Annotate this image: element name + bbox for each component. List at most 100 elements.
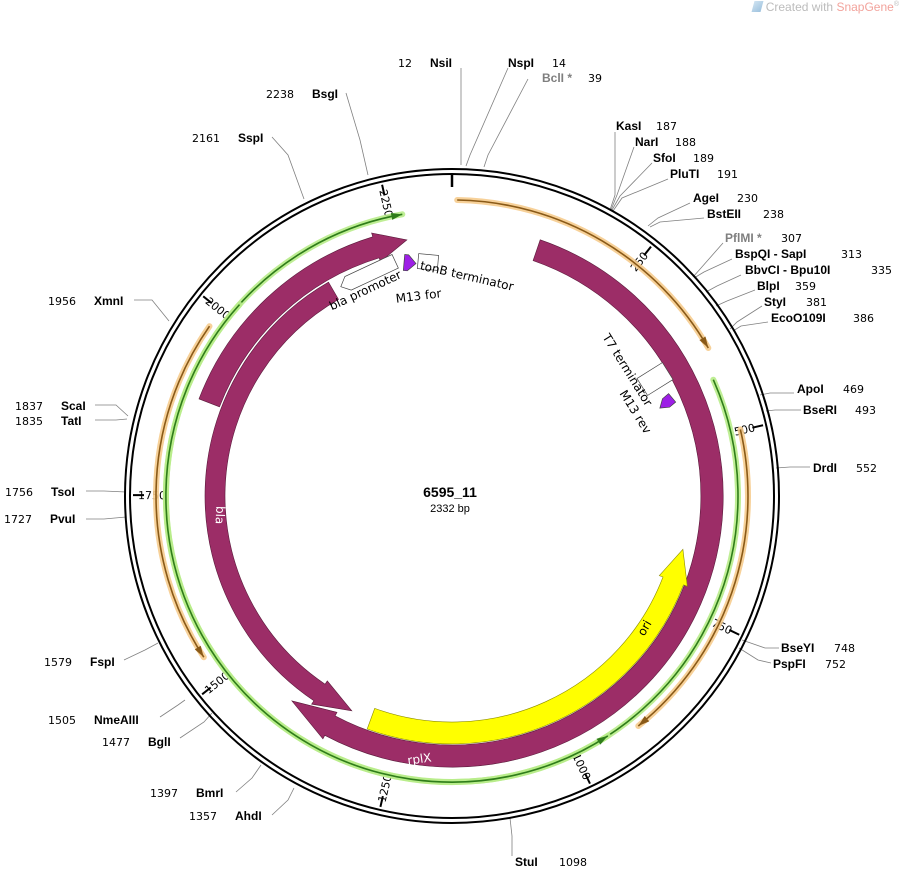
- site-name-ecoo109i[interactable]: EcoO109I: [771, 311, 826, 325]
- m13-rev-primer-shape: [659, 393, 677, 409]
- watermark-mark: ®: [893, 1, 899, 8]
- site-pos-stui: 1098: [559, 856, 587, 869]
- m13-rev-primer: [659, 393, 677, 409]
- site-pos-sspi: 2161: [192, 132, 220, 145]
- site-name-styi[interactable]: StyI: [764, 295, 786, 309]
- site-name-bsgi[interactable]: BsgI: [312, 87, 338, 101]
- site-pos-fspi: 1579: [44, 656, 72, 669]
- site-name-stui[interactable]: StuI: [515, 855, 538, 869]
- tick-label-2250: 2250: [376, 188, 395, 218]
- orange-arc-top-line: [457, 199, 709, 349]
- bla-feature-arrow-outer: [198, 232, 408, 408]
- site-name-nari[interactable]: NarI: [635, 135, 658, 149]
- site-pos-bspqi-sapi: 313: [841, 248, 862, 261]
- site-pos-drdi: 552: [856, 462, 877, 475]
- site-pos-nmeaiii: 1505: [48, 714, 76, 727]
- site-name-pflmi[interactable]: PflMI *: [725, 231, 762, 245]
- site-name-pluti[interactable]: PluTI: [670, 167, 699, 181]
- site-pos-ahdi: 1357: [189, 810, 217, 823]
- site-pos-nspi: 14: [552, 57, 566, 70]
- site-pos-pluti: 191: [717, 168, 738, 181]
- site-name-nspi[interactable]: NspI: [508, 56, 534, 70]
- site-name-apoi[interactable]: ApoI: [797, 382, 824, 396]
- site-name-agei[interactable]: AgeI: [693, 191, 719, 205]
- ori-feature-arrow: [366, 548, 688, 745]
- site-name-beri[interactable]: BseRI: [803, 403, 837, 417]
- site-pos-ecoo109i: 386: [853, 312, 874, 325]
- site-pos-bsgi: 2238: [266, 88, 294, 101]
- site-name-drdi[interactable]: DrdI: [813, 461, 837, 475]
- rplx-feature-arrow: [291, 239, 724, 768]
- site-name-tsoi[interactable]: TsoI: [51, 485, 75, 499]
- tick-1250: [379, 795, 384, 808]
- feature-label-rplx: rplX: [407, 750, 433, 767]
- plasmid-name: 6595_11: [423, 484, 477, 500]
- site-pos-nsii: 12: [398, 57, 412, 70]
- watermark-prefix: Created with: [765, 0, 834, 14]
- tick-1500: [201, 686, 212, 696]
- site-name-nsii[interactable]: NsiI: [430, 56, 452, 70]
- site-name-bcli[interactable]: BclI *: [542, 71, 572, 85]
- site-name-tati[interactable]: TatI: [61, 414, 81, 428]
- site-pos-blpi: 359: [795, 280, 816, 293]
- site-pos-bcli: 39: [588, 72, 602, 85]
- site-pos-bgli: 1477: [102, 736, 130, 749]
- site-name-ahdi[interactable]: AhdI: [235, 809, 262, 823]
- tick-label-1750: 1750: [138, 489, 166, 502]
- site-name-fspi[interactable]: FspI: [90, 655, 115, 669]
- site-name-bgli[interactable]: BglI: [148, 735, 171, 749]
- site-name-pspfi[interactable]: PspFI: [773, 657, 806, 671]
- site-name-nmeaiii[interactable]: NmeAIII: [94, 713, 139, 727]
- site-pos-tsoi: 1756: [5, 486, 33, 499]
- orange-arc-top-head: [699, 336, 709, 348]
- tonb-terminator-box: [417, 253, 439, 271]
- feature-layer: [153, 197, 751, 786]
- t7-terminator-box: [636, 362, 674, 396]
- m13-for-primer: [402, 254, 417, 272]
- site-pos-sfoi: 189: [693, 152, 714, 165]
- site-name-sspi[interactable]: SspI: [238, 131, 263, 145]
- feature-label-ori: ori: [635, 618, 655, 639]
- site-name-blpi[interactable]: BlpI: [757, 279, 780, 293]
- orange-arc-right-head: [638, 716, 650, 727]
- orange-arc-left-head: [194, 645, 204, 658]
- bla-promoter-box-shape: [340, 254, 399, 291]
- green-arc-top-head: [390, 213, 403, 220]
- bla-feature-arrow-inner: [204, 281, 353, 712]
- watermark-brand: SnapGene: [836, 0, 894, 14]
- t7-terminator-box-shape: [636, 362, 674, 396]
- restriction-site-labels: 12 NsiI NspI 14 BclI * 39 KasI 187 NarI …: [4, 56, 892, 869]
- site-name-scai[interactable]: ScaI: [61, 399, 86, 413]
- site-pos-bmri: 1397: [150, 787, 178, 800]
- site-name-bsteii[interactable]: BstEII: [707, 207, 741, 221]
- site-name-bspqi-sapi[interactable]: BspQI - SapI: [735, 247, 806, 261]
- site-name-bseyi[interactable]: BseYI: [781, 641, 814, 655]
- feature-label-m13-for: M13 for: [395, 286, 442, 306]
- site-pos-bsteii: 238: [763, 208, 784, 221]
- tick-label-1250: 1250: [376, 773, 395, 803]
- tick-500: [752, 424, 764, 429]
- site-name-pvui[interactable]: PvuI: [50, 512, 75, 526]
- site-pos-pspfi: 752: [825, 658, 846, 671]
- site-name-sfoi[interactable]: SfoI: [653, 151, 676, 165]
- orange-arc-left-line: [155, 325, 211, 658]
- site-name-bbvci-bpu10i[interactable]: BbvCI - Bpu10I: [745, 263, 830, 277]
- m13-for-primer-shape: [402, 254, 417, 272]
- plasmid-size: 2332 bp: [430, 503, 470, 515]
- site-pos-scai: 1837: [15, 400, 43, 413]
- site-pos-tati: 1835: [15, 415, 43, 428]
- orange-arc-right-line: [637, 429, 749, 727]
- feature-label-bla: bla: [213, 506, 228, 525]
- site-name-kasi[interactable]: KasI: [616, 119, 641, 133]
- site-name-bmri[interactable]: BmrI: [196, 786, 223, 800]
- tonb-terminator-box-shape: [417, 253, 439, 271]
- site-pos-bseri: 493: [855, 404, 876, 417]
- site-name-xmni[interactable]: XmnI: [94, 294, 123, 308]
- site-pos-kasi: 187: [656, 120, 677, 133]
- snapgene-watermark: Created with SnapGene®: [751, 0, 899, 14]
- tick-750: [728, 629, 740, 636]
- site-pos-bbvci-bpu10i: 335: [871, 264, 892, 277]
- site-pos-pflmi: 307: [781, 232, 802, 245]
- site-pos-bseyi: 748: [834, 642, 855, 655]
